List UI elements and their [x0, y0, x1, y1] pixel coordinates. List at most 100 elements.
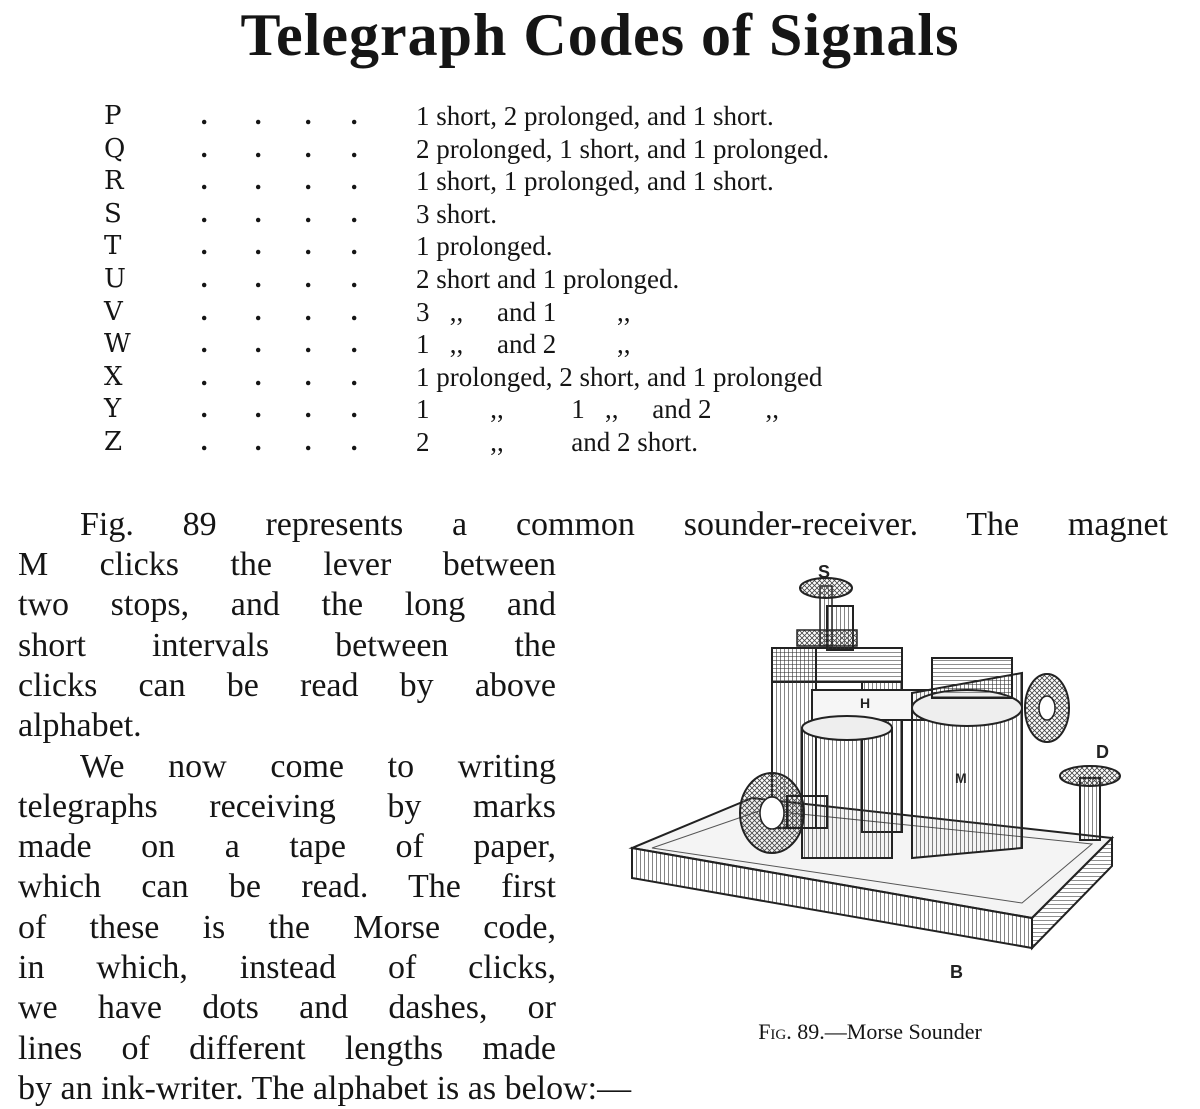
leader-dot: . — [200, 329, 209, 359]
code-letter: V — [104, 296, 123, 327]
code-description: 2 short and 1 prolonged. — [416, 263, 680, 294]
terminal-post — [1059, 765, 1121, 841]
label-h: H — [860, 695, 870, 711]
body-line: we have dots and dashes, or — [18, 989, 556, 1027]
code-description: 1 short, 1 prolonged, and 1 short. — [416, 166, 774, 197]
leader-dot: . — [304, 394, 313, 424]
front-coil — [801, 715, 893, 859]
body-line: lines of different lengths made — [18, 1029, 556, 1067]
code-letter: X — [104, 361, 123, 392]
leader-dot: . — [200, 198, 209, 228]
page-title: Telegraph Codes of Signals — [240, 2, 960, 68]
body-line: two stops, and the long and — [18, 586, 556, 624]
leader-dot: . — [350, 394, 359, 424]
code-description: 3 ,, and 1 ,, — [416, 296, 631, 327]
leader-dot: . — [304, 329, 313, 359]
leader-dot: . — [350, 263, 359, 293]
code-letter: P — [104, 101, 122, 131]
magnet-coil — [911, 657, 1023, 860]
side-wheel — [1024, 673, 1070, 743]
leader-dot: . — [200, 263, 209, 293]
code-letter: Z — [104, 426, 123, 457]
body-line: telegraphs receiving by marks — [18, 787, 556, 825]
code-letter: Q — [104, 133, 126, 164]
code-row: Y.... 1 ,, 1 ,, and 2 ,, — [104, 393, 1004, 426]
leader-dot: . — [350, 329, 359, 359]
label-s: S — [818, 562, 830, 582]
leader-dot: . — [350, 426, 359, 456]
leader-dot: . — [254, 166, 263, 196]
code-letter: Y — [104, 394, 122, 425]
body-line-first: Fig. 89 represents a common sounder-rece… — [80, 506, 1168, 543]
leader-dot: . — [350, 296, 359, 326]
leader-dot: . — [200, 394, 209, 424]
leader-dot: . — [304, 426, 313, 456]
code-letter: U — [104, 263, 126, 294]
leader-dot: . — [254, 426, 263, 456]
label-m: M — [955, 770, 967, 786]
code-letter: T — [104, 231, 122, 262]
leader-dot: . — [304, 361, 313, 391]
leader-dot: . — [254, 263, 263, 293]
code-description: 1 prolonged. — [416, 231, 553, 262]
leader-dot: . — [304, 166, 313, 196]
leader-dot: . — [254, 296, 263, 326]
body-line: by an ink-writer. The alphabet is as bel… — [18, 1069, 632, 1107]
code-description: 3 short. — [416, 198, 497, 229]
leader-dot: . — [200, 426, 209, 456]
top-screw — [799, 577, 853, 647]
code-letter: W — [104, 329, 131, 360]
body-line: made on a tape of paper, — [18, 828, 556, 866]
morse-sounder-illustration: S H M D B — [628, 562, 1121, 982]
code-row: R.... 1 short, 1 prolonged, and 1 short. — [104, 165, 1004, 198]
leader-dot: . — [350, 101, 359, 130]
code-row: X.... 1 prolonged, 2 short, and 1 prolong… — [104, 361, 1004, 394]
leader-dot: . — [254, 101, 263, 130]
leader-dot: . — [304, 296, 313, 326]
code-description: 1 short, 2 prolonged, and 1 short. — [416, 101, 774, 131]
leader-dot: . — [304, 198, 313, 228]
leader-dot: . — [304, 133, 313, 163]
leader-dot: . — [200, 231, 209, 261]
body-line: M clicks the lever between — [18, 546, 556, 583]
body-line: We now come to writing — [80, 747, 556, 785]
leader-dot: . — [200, 166, 209, 196]
leader-dot: . — [254, 394, 263, 424]
body-line: alphabet. — [18, 707, 142, 745]
leader-dot: . — [304, 101, 313, 130]
front-thumb-screw — [739, 772, 828, 854]
leader-dot: . — [200, 133, 209, 163]
leader-dot: . — [350, 133, 359, 163]
figure-caption: Fig. 89.—Morse Sounder — [600, 1017, 1140, 1047]
code-description: 1 prolonged, 2 short, and 1 prolonged — [416, 361, 823, 392]
leader-dot: . — [350, 198, 359, 228]
code-description: 2 ,, and 2 short. — [416, 426, 698, 457]
code-description: 1 ,, 1 ,, and 2 ,, — [416, 394, 779, 425]
code-description: 1 ,, and 2 ,, — [416, 329, 631, 360]
leader-dot: . — [350, 231, 359, 261]
label-d: D — [1096, 742, 1109, 762]
leader-dot: . — [350, 166, 359, 196]
leader-dot: . — [254, 361, 263, 391]
body-line: short intervals between the — [18, 626, 556, 664]
body-line: of these is the Morse code, — [18, 908, 556, 946]
code-row: T.... 1 prolonged. — [104, 230, 1004, 263]
leader-dot: . — [200, 296, 209, 326]
leader-dot: . — [254, 231, 263, 261]
code-row: Z.... 2 ,, and 2 short. — [104, 426, 1004, 459]
code-letter: S — [104, 198, 122, 229]
body-line: which can be read. The first — [18, 868, 556, 906]
leader-dot: . — [254, 329, 263, 359]
leader-dot: . — [350, 361, 359, 391]
caption-title: —Morse Sounder — [824, 1019, 982, 1044]
code-row: U....2 short and 1 prolonged. — [104, 263, 1004, 296]
leader-dot: . — [200, 361, 209, 391]
code-description: 2 prolonged, 1 short, and 1 prolonged. — [416, 133, 830, 164]
leader-dot: . — [304, 231, 313, 261]
code-row: V.... 3 ,, and 1 ,, — [104, 296, 1004, 329]
code-row: P....1 short, 2 prolonged, and 1 short. — [104, 100, 1004, 133]
body-line: in which, instead of clicks, — [18, 949, 556, 986]
body-line: clicks can be read by above — [18, 666, 556, 704]
code-row: S....3 short. — [104, 198, 1004, 231]
code-letter: R — [104, 166, 124, 197]
